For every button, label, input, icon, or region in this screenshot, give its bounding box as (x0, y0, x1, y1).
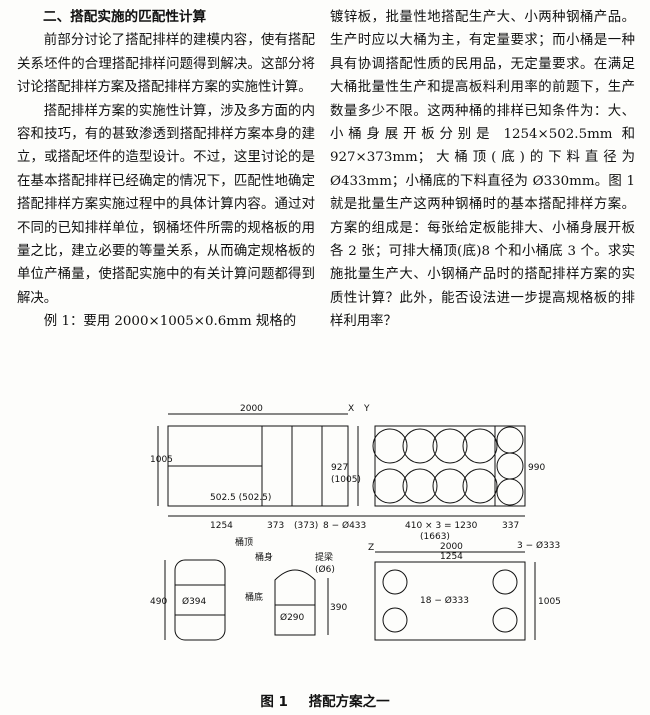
small-circle (496, 452, 524, 480)
barrel-top-label: 桶顶 (235, 536, 253, 548)
x-mark: X (348, 404, 354, 414)
d394-label: Ø394 (182, 596, 207, 607)
bottom-sheet (374, 561, 526, 641)
big-circle (432, 428, 468, 464)
h927b-label: (1005) (331, 475, 361, 485)
w373-label: 373 (267, 521, 284, 531)
h490-label: 490 (150, 597, 167, 607)
w337-label: 337 (502, 521, 519, 531)
paragraph-4: 镀锌板，批量性地搭配生产大、小两种钢桶产品。生产时应以大桶为主，有定量要求；而小… (330, 10, 635, 330)
paragraph-2: 搭配排样方案的实施性计算，涉及多方面的内容和技巧，有的甚致渗透到搭配排样方案本身… (17, 103, 315, 306)
w3d-label: 3 − Ø333 (517, 540, 560, 551)
w410-label: 410 × 3 = 1230 (405, 521, 478, 531)
z-mark: Z (368, 543, 374, 553)
top-right-sheet (374, 425, 526, 507)
left-height-label: 1005 (150, 455, 173, 465)
section-heading: 二、搭配实施的匹配性计算 (43, 9, 207, 25)
handle-d-label: (Ø6) (315, 564, 335, 575)
barrel-body-label: 桶身 (255, 551, 273, 563)
y-mark: Y (363, 404, 370, 414)
bottom-width-label: 2000 (440, 542, 463, 552)
big-circle (432, 468, 468, 504)
handle-label: 提梁 (315, 551, 333, 563)
big-circle (372, 428, 408, 464)
big-circle (462, 468, 498, 504)
big-circle (402, 428, 438, 464)
bottom-h1005-label: 1005 (538, 597, 561, 607)
paragraph-1: 前部分讨论了搭配排样的建模内容，使有搭配关系坯件的合理搭配排样问题得到解决。这部… (17, 33, 315, 96)
w1663-label: (1663) (420, 532, 450, 542)
small-circle (496, 426, 524, 454)
top-width-label: 2000 (240, 404, 263, 414)
h927-label: 927 (331, 463, 348, 473)
right-column: 镀锌板，批量性地搭配生产大、小两种钢桶产品。生产时应以大桶为主，有定量要求；而小… (330, 6, 635, 334)
barrel-bottom-label: 桶底 (245, 591, 263, 603)
d290-label: Ø290 (280, 612, 305, 623)
big-barrel (174, 559, 226, 641)
caption-number: 图 1 (260, 694, 288, 710)
layout-figure: 2000 X Y 1005 502.5 (502.5) 927 (1005) 1… (150, 404, 561, 641)
big-circle (462, 428, 498, 464)
h502-label: 502.5 (502.5) (210, 493, 271, 503)
w8d-label: 8 − Ø433 (323, 520, 366, 531)
h390-label: 390 (330, 603, 347, 613)
w373b-label: (373) (294, 521, 318, 531)
paragraph-3: 例 1：要用 2000×1005×0.6mm 规格的 (43, 314, 297, 330)
bottom-1254-label: 1254 (440, 552, 463, 562)
figure-caption: 图 1 搭配方案之一 (0, 690, 650, 710)
bottom-18-label: 18 − Ø333 (420, 595, 469, 606)
small-barrel (274, 569, 316, 636)
h990-label: 990 (528, 463, 545, 473)
caption-title: 搭配方案之一 (308, 694, 390, 710)
left-column: 二、搭配实施的匹配性计算 前部分讨论了搭配排样的建模内容，使有搭配关系坯件的合理… (17, 6, 315, 334)
w1254-label: 1254 (210, 521, 233, 531)
big-circle (372, 468, 408, 504)
big-circle (402, 468, 438, 504)
small-circle (496, 478, 524, 506)
